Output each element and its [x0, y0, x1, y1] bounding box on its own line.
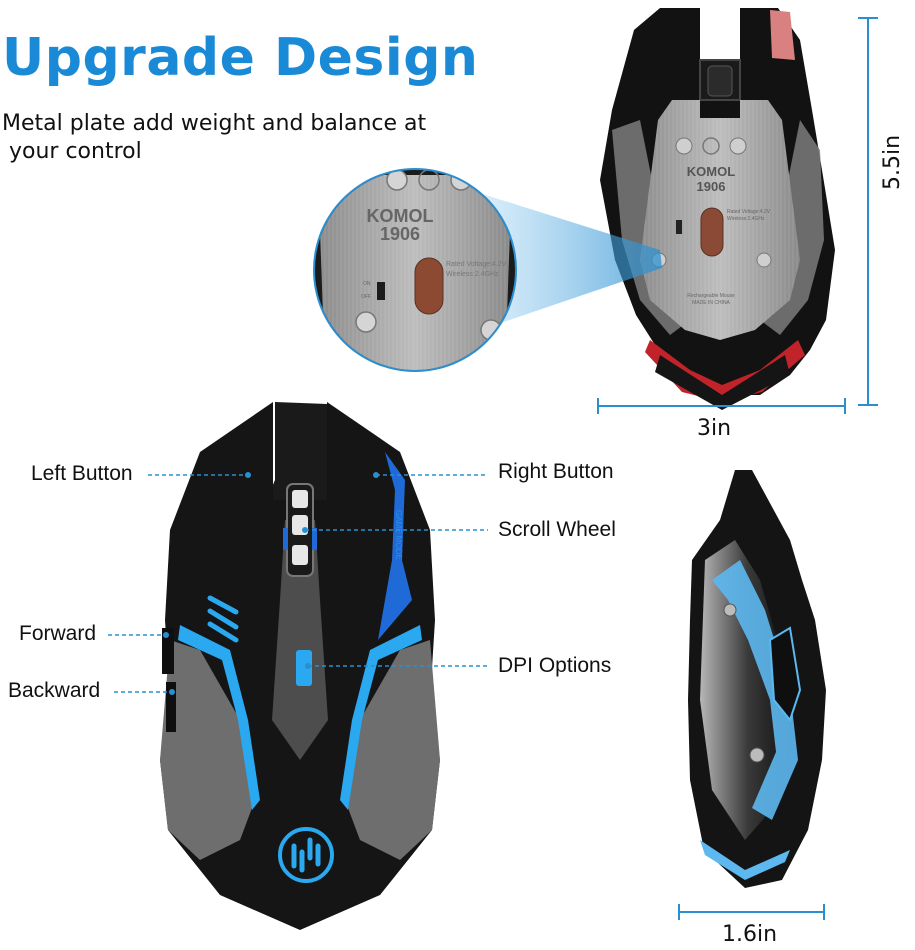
plate-model: 1906 — [697, 179, 726, 194]
callout-backward: Backward — [8, 679, 101, 702]
dimension-width-label: 3in — [697, 416, 732, 441]
zoom-rating-2: Wireless:2.4GHz — [446, 271, 499, 278]
callout-scroll-wheel: Scroll Wheel — [498, 518, 616, 541]
subtitle-line-2: your control — [2, 139, 142, 164]
callout-left-button: Left Button — [31, 462, 133, 485]
magnifier-beam — [470, 190, 662, 330]
game-mode-text: GAME MODE — [394, 510, 403, 560]
plate-rating-2: Wireless:2.4GHz — [727, 216, 765, 222]
plate-footer-1: Rechargeable Mouse — [687, 293, 735, 299]
callout-dpi-options: DPI Options — [498, 654, 612, 677]
svg-text:OFF: OFF — [361, 294, 371, 300]
zoom-detail-circle: ON OFF — [313, 168, 517, 372]
zoom-rating-1: Rated Voltage:4.2V — [446, 261, 507, 268]
dimension-height-label: 1.6in — [722, 922, 778, 947]
mouse-top-view: GAME MODE — [160, 402, 440, 930]
dimension-lines — [597, 17, 878, 920]
page-title: Upgrade Design — [2, 28, 479, 88]
callout-dots — [163, 472, 379, 695]
callout-forward: Forward — [19, 622, 97, 645]
dimension-length-label: 5.5in — [880, 134, 905, 190]
zoom-brand: KOMOL — [367, 206, 434, 226]
subtitle: Metal plate add weight and balance at yo… — [2, 110, 426, 166]
svg-text:ON: ON — [363, 281, 371, 287]
mouse-bottom-view — [600, 8, 835, 410]
mouse-side-view — [688, 470, 826, 888]
plate-footer-2: MADE IN CHINA — [692, 300, 730, 306]
zoom-model: 1906 — [380, 224, 420, 244]
callout-lines — [108, 474, 488, 693]
callout-right-button: Right Button — [498, 460, 614, 483]
plate-brand: KOMOL — [687, 164, 735, 179]
subtitle-line-1: Metal plate add weight and balance at — [2, 111, 427, 136]
plate-rating-1: Rated Voltage:4.2V — [727, 209, 771, 215]
